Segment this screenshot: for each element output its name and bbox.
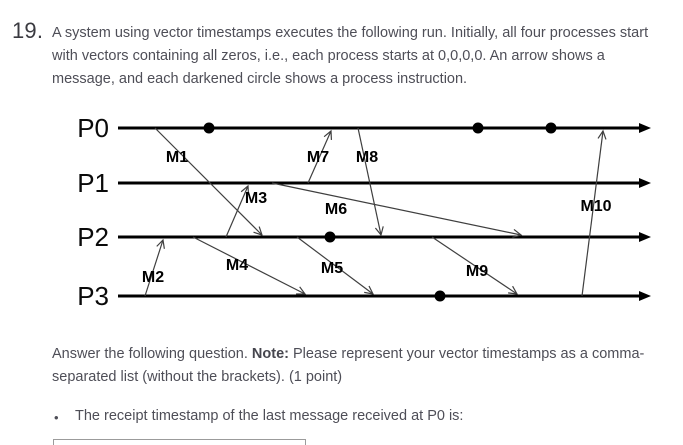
message-arrow-m1 [154, 127, 263, 236]
instruction-dot [472, 122, 484, 134]
message-arrow-m6 [271, 182, 523, 238]
process-label-p2: P2 [77, 222, 109, 252]
question-text: A system using vector timestamps execute… [52, 25, 649, 87]
process-label-p3: P3 [77, 281, 109, 311]
process-label-p1: P1 [77, 168, 109, 198]
message-label-m3: M3 [245, 190, 267, 207]
message-label-m6: M6 [325, 201, 347, 218]
message-label-m5: M5 [321, 260, 343, 277]
answer-instructions: Answer the following question. Note: Ple… [52, 343, 652, 389]
message-arrow-m4 [192, 236, 307, 295]
note-label: Note: [251, 346, 289, 362]
sub-question: • The receipt timestamp of the last mess… [54, 407, 654, 427]
instruction-dot [324, 231, 336, 243]
process-label-p0: P0 [77, 113, 109, 143]
question-number: 19. [12, 18, 44, 43]
sub-question-text: The receipt timestamp of the last messag… [75, 408, 464, 424]
instructions-prefix: Answer the following question. [52, 346, 252, 362]
message-arrow-m9 [431, 236, 519, 295]
instruction-dot [203, 122, 215, 134]
instructions-suffix: Please represent your vector timestamps … [52, 346, 645, 385]
message-arrow-m2 [144, 238, 165, 297]
message-label-m10: M10 [580, 198, 611, 215]
message-label-m1: M1 [166, 149, 188, 166]
instruction-dot [545, 122, 557, 134]
message-arrow-m10 [581, 129, 607, 297]
message-label-m4: M4 [226, 257, 248, 274]
message-label-m8: M8 [356, 149, 378, 166]
message-arrow-m3 [225, 184, 250, 238]
message-label-m9: M9 [466, 263, 488, 280]
message-arrow-m7 [307, 129, 333, 184]
message-label-m7: M7 [307, 149, 329, 166]
instruction-dot [434, 290, 446, 302]
message-arrow-m5 [296, 236, 375, 295]
bullet-icon: • [54, 410, 59, 425]
message-label-m2: M2 [142, 269, 164, 286]
answer-input[interactable] [53, 439, 306, 445]
message-arrow-m8 [357, 127, 384, 237]
